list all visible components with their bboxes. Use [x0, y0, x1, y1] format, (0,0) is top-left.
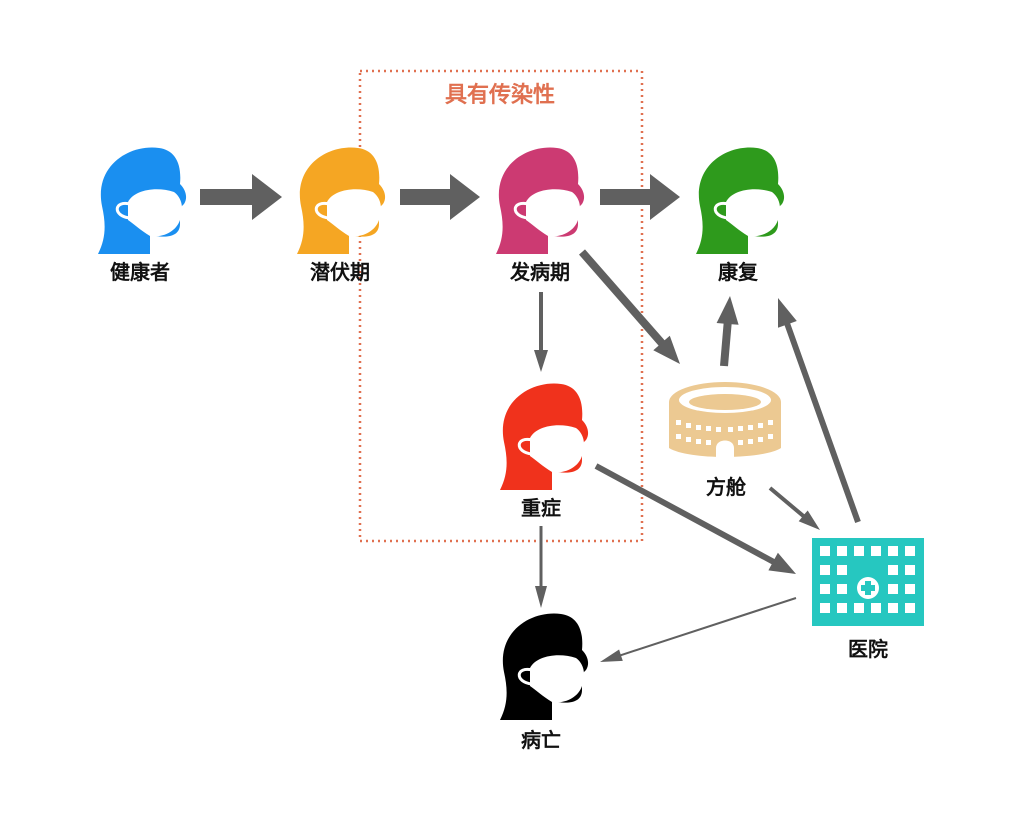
- node-recovered: [696, 147, 785, 254]
- arrow-onset-recovered: [600, 174, 680, 220]
- arrows-layer: [200, 174, 861, 662]
- node-hospital: [812, 538, 924, 626]
- label-onset: 发病期: [509, 260, 570, 284]
- label-healthy: 健康者: [110, 260, 170, 284]
- label-recovered: 康复: [718, 260, 759, 284]
- label-death: 病亡: [521, 728, 561, 752]
- node-healthy: [98, 147, 187, 254]
- node-death: [500, 613, 589, 720]
- node-cabin: [669, 382, 781, 464]
- arrow-severe-hospital: [594, 463, 796, 574]
- node-onset: [496, 147, 585, 254]
- infectious-region-label: 具有传染性: [445, 82, 555, 108]
- arrow-hospital-recovered: [778, 298, 861, 523]
- infectious-region-box: [358, 69, 644, 543]
- label-incubation: 潜伏期: [310, 260, 370, 284]
- arrow-incubation-onset: [400, 174, 480, 220]
- arrow-severe-death: [535, 526, 547, 608]
- hospital-icon: [812, 538, 924, 626]
- arrow-cabin-hospital: [768, 486, 820, 530]
- arrow-onset-severe: [534, 292, 548, 372]
- arrow-healthy-incubation: [200, 174, 282, 220]
- arrow-cabin-recovered: [716, 296, 739, 367]
- label-severe: 重症: [521, 496, 561, 520]
- node-incubation: [297, 147, 386, 254]
- label-hospital: 医院: [848, 637, 888, 661]
- node-severe: [500, 383, 589, 490]
- arrow-onset-cabin: [579, 249, 680, 364]
- arrow-hospital-death: [600, 597, 797, 662]
- label-cabin: 方舱: [706, 475, 747, 499]
- stadium-icon: [669, 382, 781, 464]
